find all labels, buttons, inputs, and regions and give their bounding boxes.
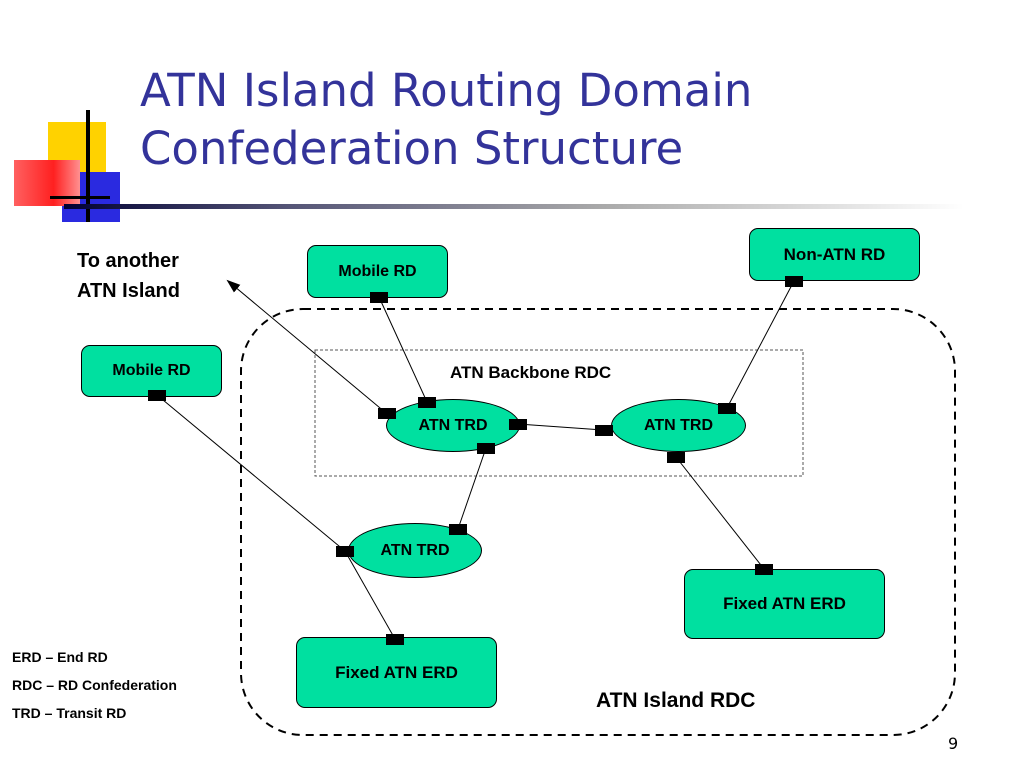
node-label: ATN TRD bbox=[643, 416, 714, 434]
node-label: Mobile RD bbox=[338, 262, 417, 280]
node-mobile-rd-left: Mobile RD bbox=[81, 345, 222, 397]
port-fixed-erd-right bbox=[755, 564, 773, 575]
page-number: 9 bbox=[948, 734, 959, 753]
link-trd-left-to-trd-bottom bbox=[457, 447, 487, 530]
abbreviation-legend: ERD – End RD RDC – RD Confederation TRD … bbox=[12, 643, 177, 727]
external-label-line-1: To another bbox=[77, 250, 179, 272]
decor-vertical-bar bbox=[86, 110, 90, 222]
title-line-1: ATN Island Routing Domain bbox=[140, 64, 753, 117]
node-label: ATN TRD bbox=[380, 541, 450, 559]
port-trd-right-bottom bbox=[667, 452, 685, 463]
port-non-atn bbox=[785, 276, 803, 287]
port-trd-left-top bbox=[418, 397, 436, 408]
port-fixed-erd-bottom bbox=[386, 634, 404, 645]
port-trd-left-bottom bbox=[477, 443, 495, 454]
port-trd-bottom-left bbox=[336, 546, 354, 557]
node-label: Mobile RD bbox=[112, 362, 191, 379]
node-non-atn-rd: Non-ATN RD bbox=[749, 228, 920, 281]
legend-erd: ERD – End RD bbox=[12, 649, 108, 665]
legend-rdc: RDC – RD Confederation bbox=[12, 677, 177, 693]
legend-trd: TRD – Transit RD bbox=[12, 705, 127, 721]
node-mobile-rd-top: Mobile RD bbox=[307, 245, 448, 298]
port-trd-right-left bbox=[595, 425, 613, 436]
backbone-rdc-label: ATN Backbone RDC bbox=[450, 363, 612, 382]
link-trd-to-other-island bbox=[226, 279, 387, 414]
decor-horizontal-bar bbox=[50, 196, 110, 199]
port-trd-left-arrow bbox=[378, 408, 396, 419]
port-trd-left-right bbox=[509, 419, 527, 430]
link-nonatn-to-trd-right bbox=[726, 280, 795, 409]
port-mobile-left bbox=[148, 390, 166, 401]
node-label: Fixed ATN ERD bbox=[723, 594, 846, 613]
node-label: Fixed ATN ERD bbox=[335, 662, 458, 682]
external-label-line-2: ATN Island bbox=[77, 280, 180, 302]
title-line-2: Confederation Structure bbox=[140, 122, 684, 175]
link-trd-bottom-to-fixed-erd bbox=[344, 550, 396, 640]
atn-backbone-rdc-boundary bbox=[314, 349, 804, 477]
title-underline bbox=[64, 204, 964, 209]
node-label: Non-ATN RD bbox=[783, 244, 886, 264]
link-trd-left-to-trd-right bbox=[517, 423, 604, 431]
link-mobile-left-to-trd-bottom bbox=[156, 394, 346, 552]
port-mobile-top bbox=[370, 292, 388, 303]
link-mobile-top-to-trd bbox=[378, 296, 428, 403]
node-atn-trd-left: ATN TRD bbox=[386, 399, 520, 452]
node-fixed-atn-erd-right: Fixed ATN ERD bbox=[684, 569, 885, 639]
island-rdc-label: ATN Island RDC bbox=[596, 689, 756, 712]
link-trd-right-to-fixed-erd bbox=[675, 456, 765, 570]
port-trd-right-top bbox=[718, 403, 736, 414]
atn-island-rdc-boundary bbox=[240, 308, 956, 736]
to-another-island-label: To another ATN Island bbox=[77, 246, 180, 306]
port-trd-bottom-top bbox=[449, 524, 467, 535]
node-fixed-atn-erd-bottom: Fixed ATN ERD bbox=[296, 637, 497, 708]
slide-title: ATN Island Routing Domain Confederation … bbox=[140, 62, 1000, 178]
node-label: ATN TRD bbox=[418, 416, 488, 434]
